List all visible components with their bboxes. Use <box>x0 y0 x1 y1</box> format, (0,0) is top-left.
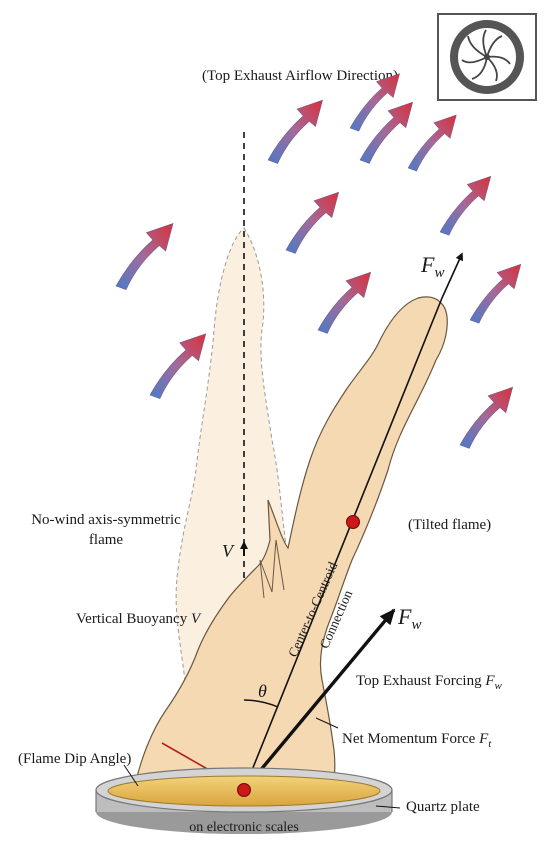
v-arrow-label: V <box>222 541 235 561</box>
no-wind-label-line1: No-wind axis-symmetric <box>31 512 181 528</box>
center-to-centroid-line <box>243 297 443 791</box>
airflow-arrows <box>115 73 522 449</box>
tilted-flame-label: (Tilted flame) <box>408 517 491 533</box>
quartz-plate-leader <box>375 805 401 809</box>
flame-dip-angle-label: (Flame Dip Angle) <box>18 751 131 767</box>
airflow-arrow-icon <box>407 114 457 172</box>
flame-flicker <box>259 539 285 599</box>
dip-angle-arc <box>243 699 279 708</box>
dip-angle-leader <box>123 764 139 787</box>
centroid-marker <box>346 515 360 529</box>
airflow-arrow-icon <box>469 263 522 324</box>
exhaust-fan-icon <box>437 13 537 101</box>
airflow-arrow-icon <box>359 101 414 164</box>
airflow-arrow-icon <box>285 191 340 254</box>
top-exhaust-forcing-label: Top Exhaust Forcing Fw <box>356 673 503 692</box>
fw-mid-label: Fw <box>397 604 421 633</box>
airflow-arrow-icon <box>459 386 514 449</box>
tilted-flame <box>133 296 448 791</box>
net-force-arrow <box>242 608 396 792</box>
base-origin-marker <box>237 783 251 797</box>
airflow-arrow-icon <box>317 271 372 334</box>
airflow-direction-title: (Top Exhaust Airflow Direction) <box>202 68 398 84</box>
airflow-arrow-icon <box>439 175 492 236</box>
no-wind-label-line2: flame <box>89 532 123 548</box>
net-force-leader <box>315 717 339 729</box>
fw-top-arrow <box>441 252 463 299</box>
theta-symbol: θ <box>258 681 267 701</box>
quartz-plate-label: Quartz plate <box>406 799 480 815</box>
electronic-scales-label: on electronic scales <box>189 820 299 835</box>
airflow-arrow-icon <box>115 223 174 291</box>
net-momentum-label: Net Momentum Force Ft <box>342 731 492 750</box>
airflow-arrow-icon <box>349 73 400 132</box>
fw-top-label: Fw <box>420 252 444 281</box>
airflow-arrow-icon <box>267 99 323 164</box>
quartz-plate <box>95 767 393 834</box>
vertical-buoyancy-label: Vertical Buoyancy V <box>76 611 202 627</box>
airflow-arrow-icon <box>149 333 207 399</box>
